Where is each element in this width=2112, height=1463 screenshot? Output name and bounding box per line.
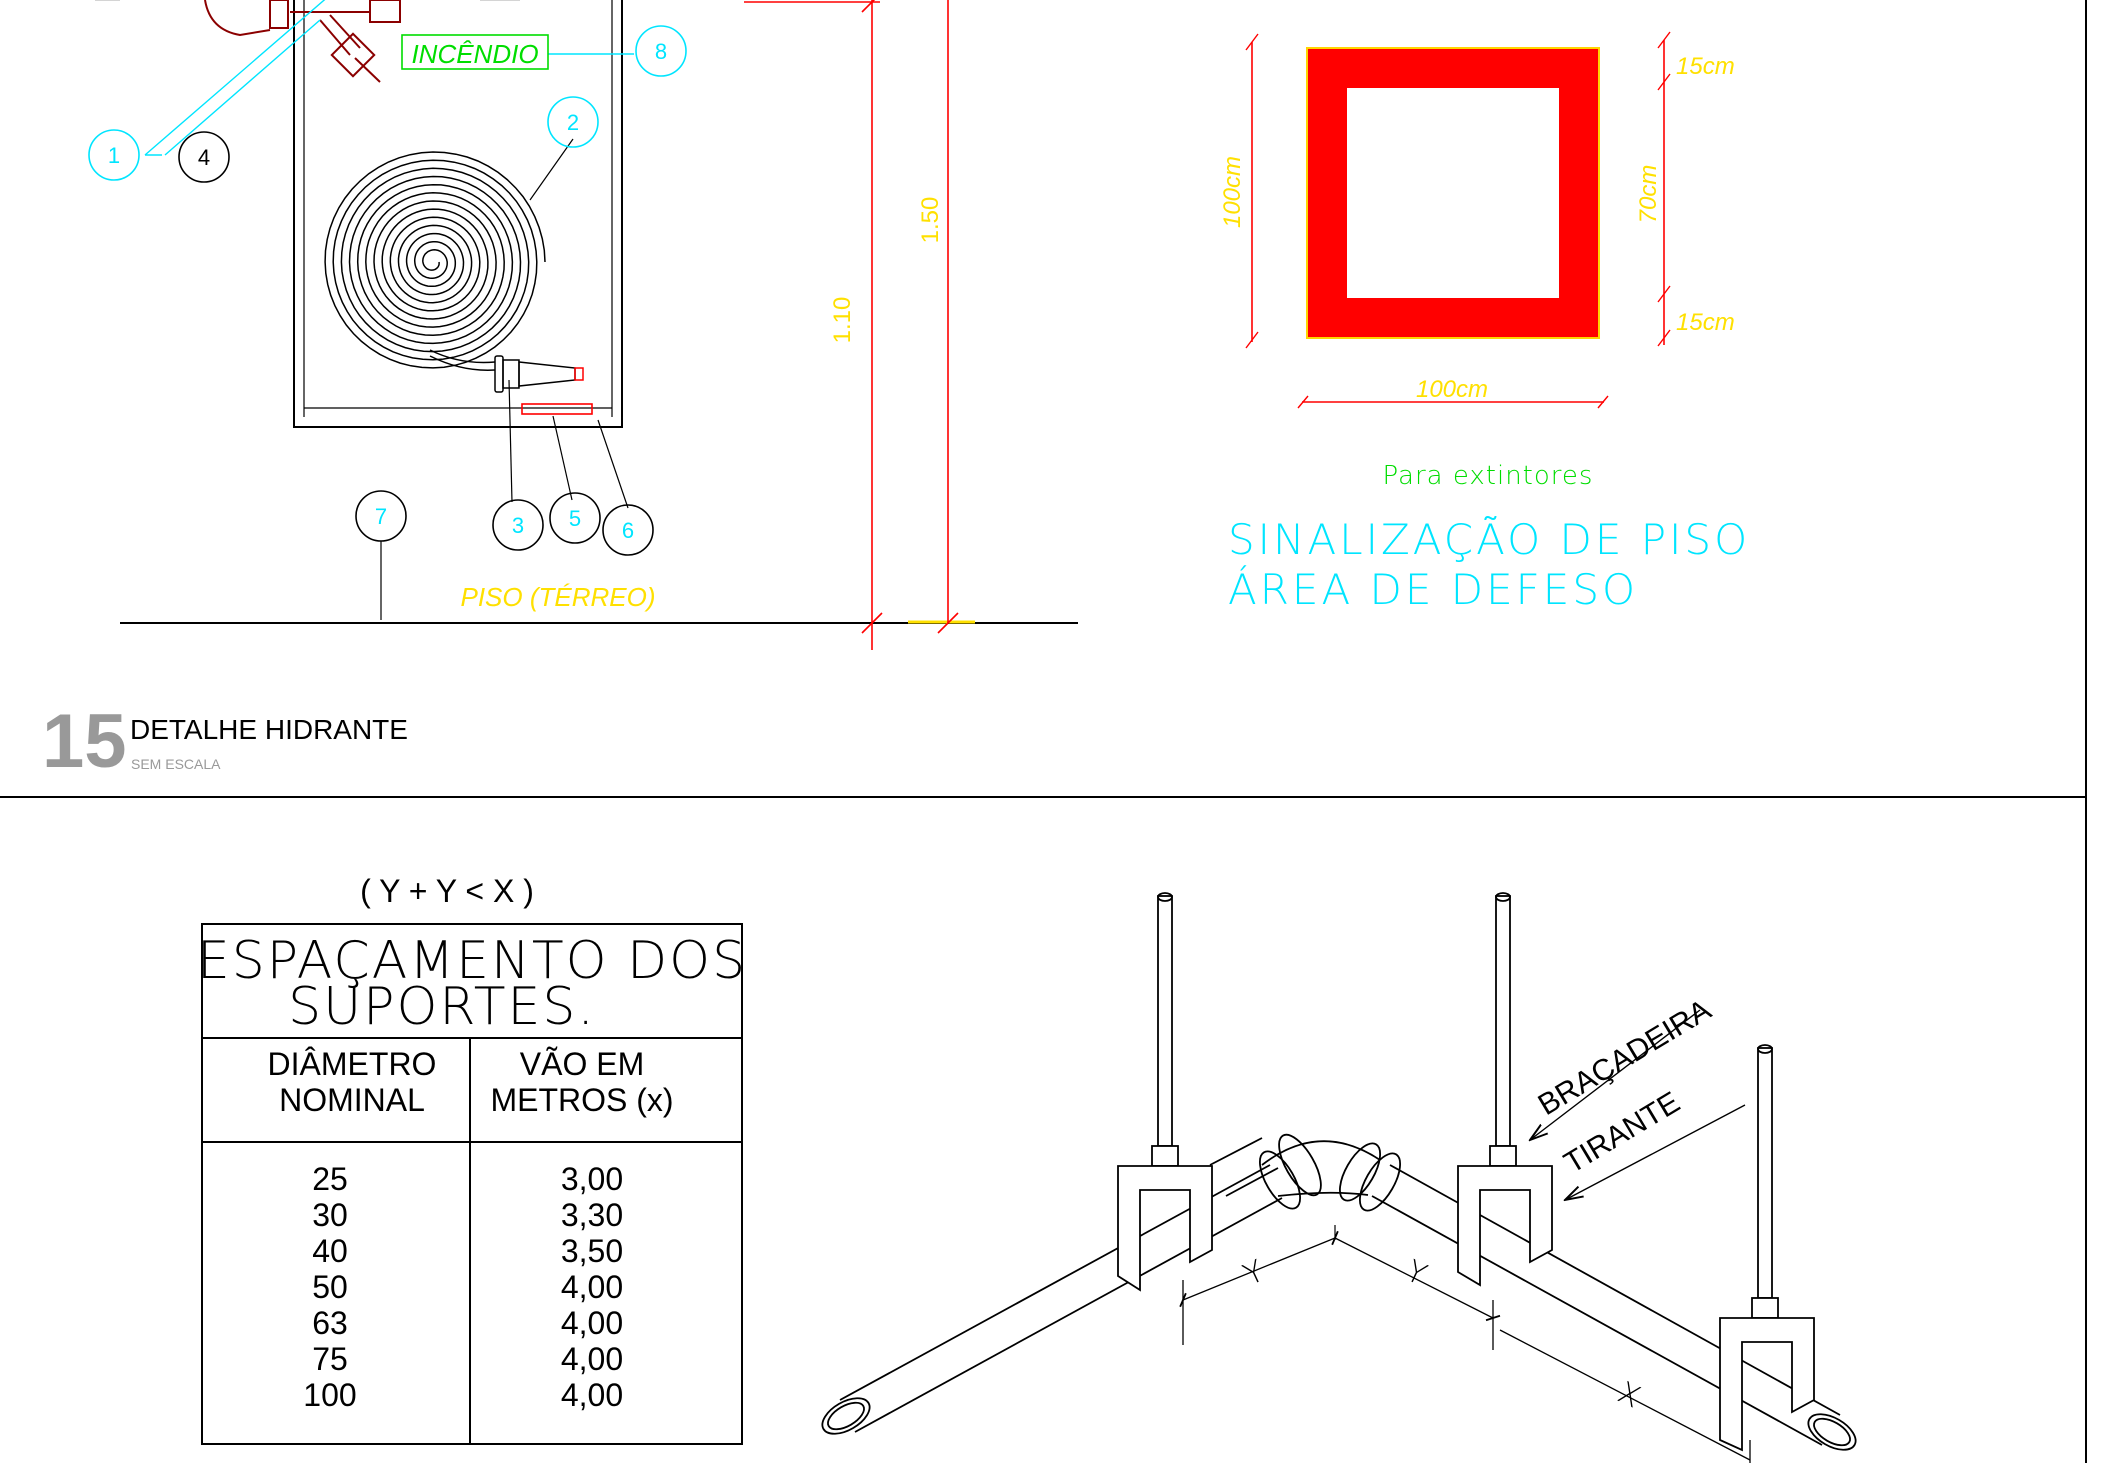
table-cell-span: 4,00	[561, 1341, 623, 1377]
dim-right-tick-4	[1657, 329, 1671, 347]
callout-1: 1	[88, 129, 140, 181]
table-cell-span: 4,00	[561, 1377, 623, 1413]
hose-nozzle-icon	[494, 355, 584, 393]
dim-150-label: 1.50	[917, 197, 944, 244]
callout-8: 8	[635, 25, 687, 77]
hydrant-cabinet	[293, 0, 623, 428]
floor-label: PISO (TÉRREO)	[460, 582, 655, 612]
table-cell-diameter: 63	[312, 1305, 348, 1341]
callout-3-label: 3	[512, 513, 524, 538]
hanger-middle	[1457, 892, 1553, 1287]
table-cell-span: 3,00	[561, 1161, 623, 1197]
detail-title: DETALHE HIDRANTE	[130, 714, 408, 745]
hanger-left	[1117, 892, 1213, 1292]
pipe-support-isometric	[821, 892, 1857, 1463]
marking-subtitle: Para extintores	[1383, 461, 1594, 491]
support-dimensions	[1179, 1230, 1751, 1463]
table-cell-span: 4,00	[561, 1269, 623, 1305]
hydrant-detail: 1 4 8 2 7 3 5 6 INC	[42, 0, 1078, 784]
table-cell-span: 4,00	[561, 1305, 623, 1341]
callout-6: 6	[602, 504, 654, 556]
dim-y2-label: Y	[1400, 1254, 1431, 1293]
col1-header-line1: DIÂMETRO	[268, 1046, 437, 1082]
detail-number: 15	[42, 699, 127, 784]
table-cell-diameter: 75	[312, 1341, 348, 1377]
dim-right-top-label: 15cm	[1676, 53, 1735, 80]
support-table: ( Y + Y < X ) ESPAÇAMENTO DOS SUPORTES. …	[197, 873, 747, 1445]
col2-header-line1: VÃO EM	[520, 1046, 644, 1082]
dim-left-label: 100cm	[1219, 156, 1246, 228]
bracadeira-arrow	[1530, 1009, 1701, 1140]
incendio-sign	[401, 34, 549, 70]
callout-7: 7	[355, 490, 407, 542]
dim-right-tick-1	[1657, 31, 1671, 49]
dim-right-tick-3	[1657, 285, 1671, 303]
floor-marking-detail: 100cm 100cm 15cm 70cm 15cm Para extintor…	[1219, 31, 1750, 614]
bracadeira-label: BRAÇADEIRA	[1533, 993, 1717, 1122]
hydrant-valve-icon	[204, 0, 401, 83]
callout-1-label: 1	[108, 143, 120, 168]
table-cell-span: 3,50	[561, 1233, 623, 1269]
callout-4-label: 4	[198, 145, 210, 170]
table-cell-diameter: 30	[312, 1197, 348, 1233]
dim-right-bottom-label: 15cm	[1676, 309, 1735, 336]
callout-2-label: 2	[567, 110, 579, 135]
table-cell-diameter: 100	[303, 1377, 356, 1413]
hose-line	[429, 349, 496, 371]
table-cell-span: 3,30	[561, 1197, 623, 1233]
incendio-label: INCÊNDIO	[411, 39, 538, 69]
dim-bottom-tick-r	[1597, 395, 1609, 409]
dim-y1-label: Y	[1238, 1254, 1269, 1293]
dim-tick-b	[937, 612, 959, 634]
dim-tick-c	[861, 0, 876, 13]
pipe-elbow	[1259, 1133, 1401, 1240]
dim-110-label: 1.10	[829, 297, 856, 344]
dim-right-mid-label: 70cm	[1635, 165, 1662, 224]
col2-header-line2: METROS (x)	[490, 1082, 673, 1118]
marking-title-line2: ÁREA DE DEFESO	[1228, 564, 1638, 614]
dim-left-tick-top	[1245, 33, 1259, 51]
hose-reel-spiral	[324, 151, 546, 369]
callout-7-label: 7	[375, 504, 387, 529]
callout-8-label: 8	[655, 39, 667, 64]
table-title-line1: ESPAÇAMENTO DOS	[197, 931, 747, 991]
dim-x-label: X	[1612, 1375, 1645, 1415]
col1-header-line2: NOMINAL	[279, 1082, 425, 1118]
callout-6-label: 6	[622, 518, 634, 543]
callout-4: 4	[178, 131, 230, 183]
extinguisher-bracket	[521, 403, 593, 415]
table-cell-diameter: 40	[312, 1233, 348, 1269]
detail-scale: SEM ESCALA	[131, 756, 221, 772]
marking-inner-square	[1347, 88, 1559, 298]
hanger-right	[1719, 1044, 1815, 1452]
table-title-line2: SUPORTES.	[288, 977, 596, 1037]
table-cell-diameter: 50	[312, 1269, 348, 1305]
tirante-arrow	[1565, 1104, 1746, 1200]
dim-left-tick-bot	[1245, 331, 1259, 349]
dim-tick-a	[861, 612, 883, 634]
callout-2: 2	[547, 96, 599, 148]
table-cell-diameter: 25	[312, 1161, 348, 1197]
pipe-right	[1371, 1164, 1857, 1451]
dim-bottom-tick-l	[1297, 395, 1309, 409]
table-rows: 25 3,00 30 3,30 40 3,50 50 4,00 63 4,00 75 4,00 100 4…	[303, 1161, 623, 1413]
leader-lines	[144, 0, 634, 620]
table-formula: ( Y + Y < X )	[360, 873, 534, 909]
dim-right-tick-2	[1657, 73, 1671, 91]
callout-5-label: 5	[569, 506, 581, 531]
callout-5: 5	[549, 492, 601, 544]
dim-bottom-label: 100cm	[1416, 376, 1488, 403]
callout-3: 3	[492, 499, 544, 551]
marking-title-line1: SINALIZAÇÃO DE PISO	[1228, 515, 1750, 564]
table-frame	[201, 923, 743, 1445]
